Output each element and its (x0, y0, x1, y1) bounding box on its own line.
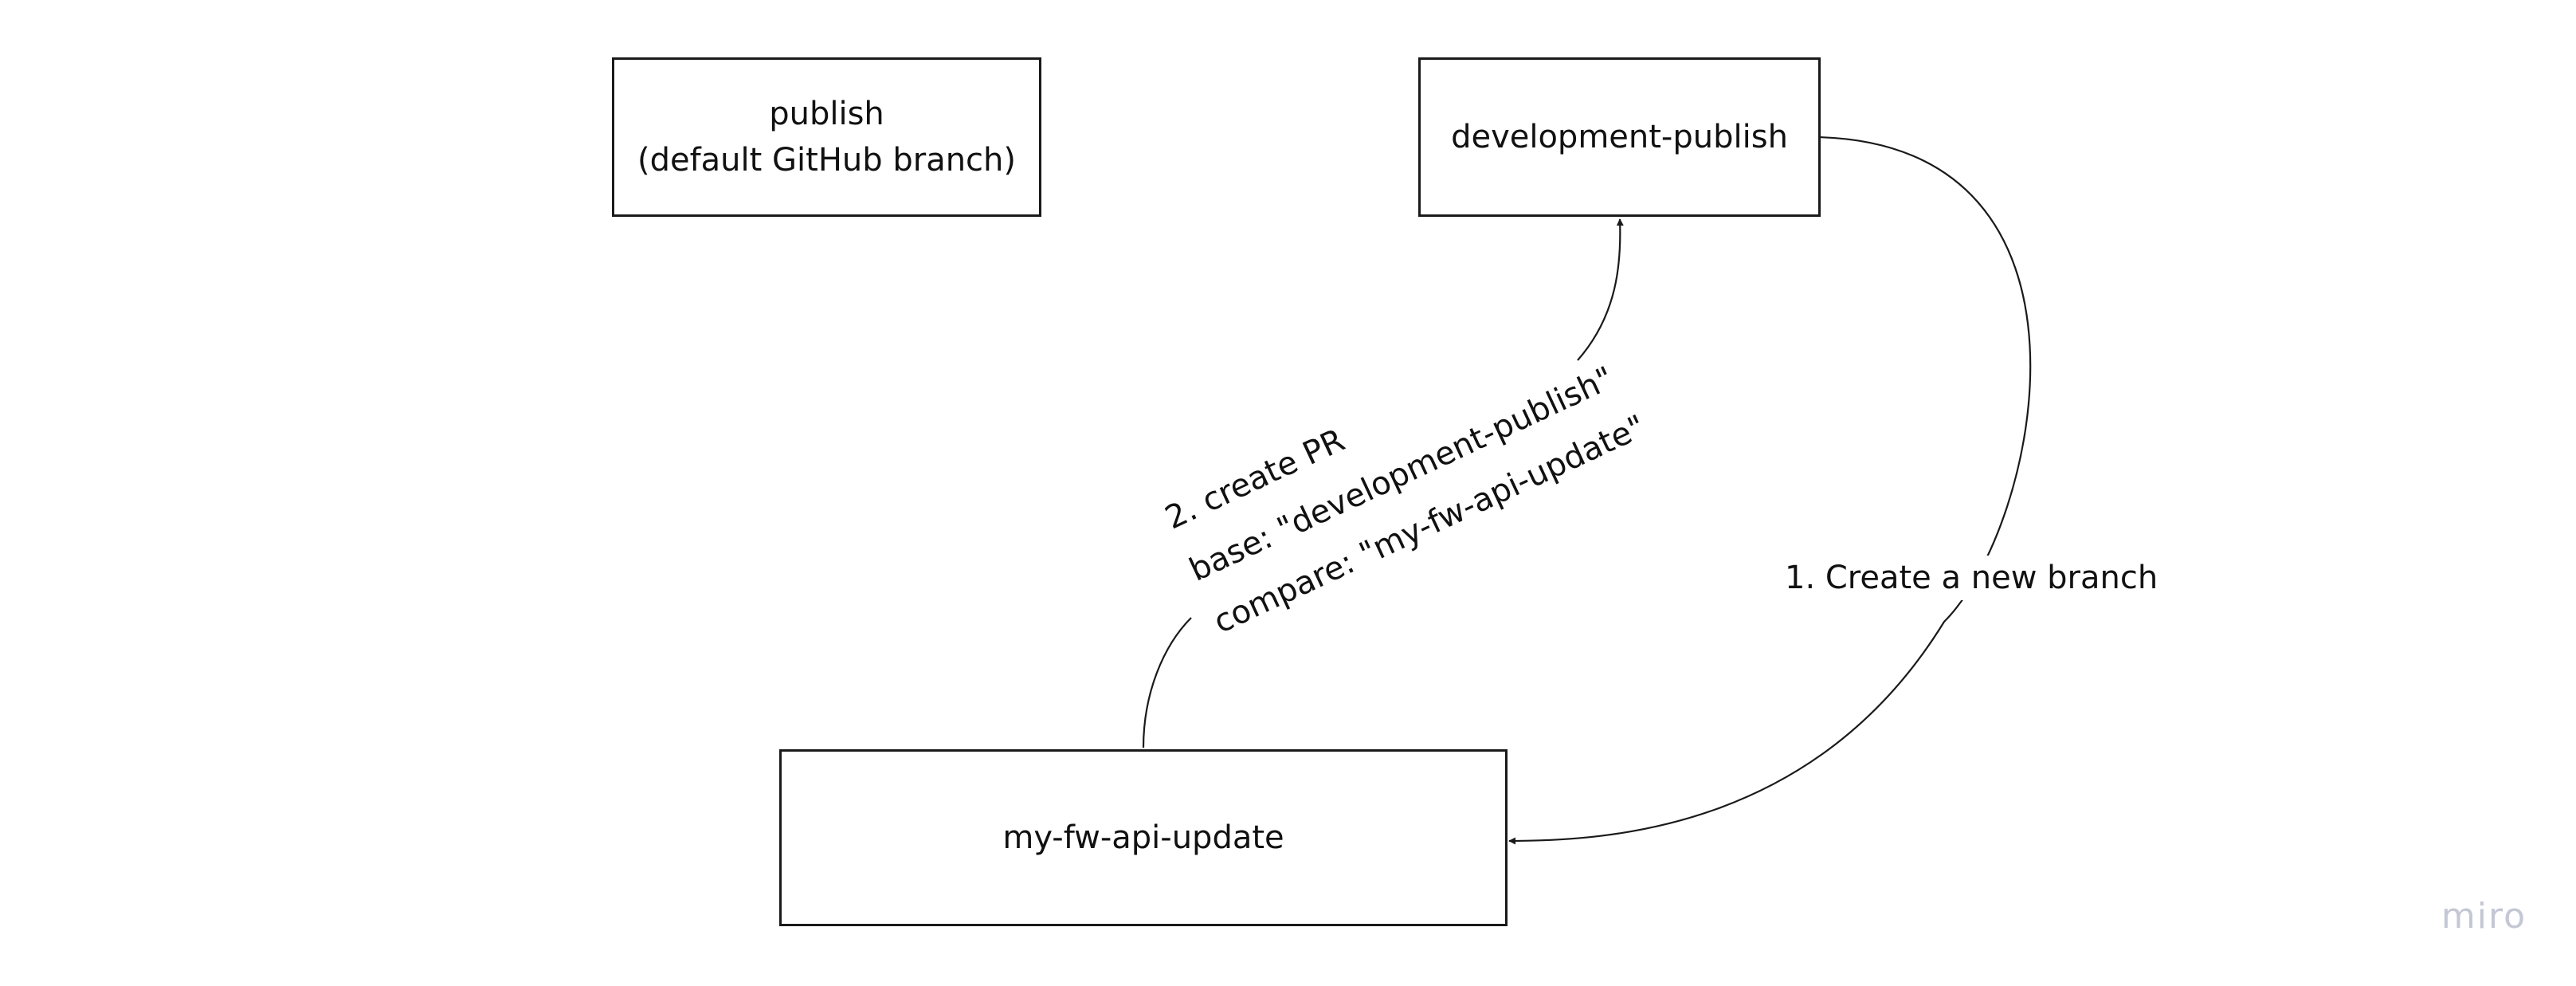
node-publish-subtitle: (default GitHub branch) (637, 142, 1017, 179)
edge-create-branch (1508, 136, 2032, 845)
node-my-fw-api-update-label: my-fw-api-update (1002, 819, 1284, 856)
edge-create-branch-label: 1. Create a new branch (1782, 556, 2162, 600)
node-development-publish[interactable]: development-publish (1418, 57, 1821, 217)
node-development-publish-label: development-publish (1451, 119, 1788, 155)
node-my-fw-api-update[interactable]: my-fw-api-update (779, 749, 1508, 926)
miro-watermark: miro (2441, 896, 2527, 937)
edge-create-pr-lower (1142, 617, 1192, 748)
edge-create-pr-upper (1577, 218, 1624, 361)
node-publish-title: publish (769, 96, 884, 132)
node-publish[interactable]: publish (default GitHub branch) (612, 57, 1041, 217)
